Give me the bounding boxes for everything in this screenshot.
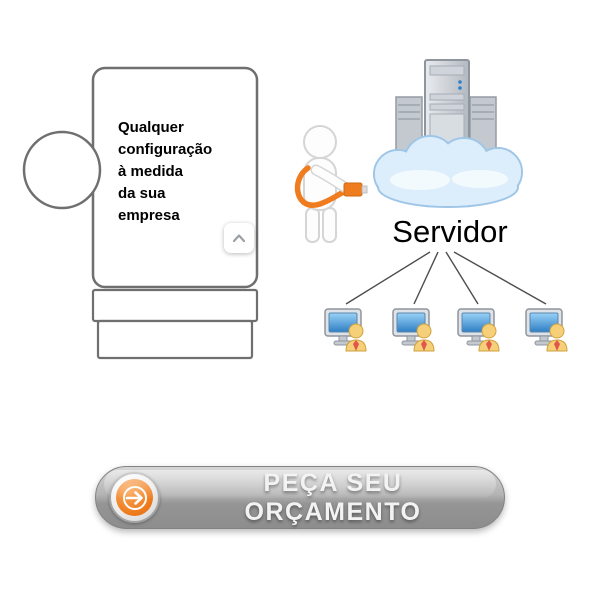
cable-connector (343, 182, 368, 197)
user-figure (413, 323, 435, 352)
cta-label: PEÇA SEU ORÇAMENTO (244, 468, 422, 526)
scroll-up-button[interactable] (224, 223, 254, 253)
label-roll-illustration (22, 66, 259, 360)
arrow-right-circle-icon (109, 472, 160, 523)
client-computer-user-icon (392, 308, 435, 352)
client-computer-user-icon (324, 308, 367, 352)
arrow-orange-disc (116, 479, 153, 516)
client-computer-user-icon (525, 308, 568, 352)
server-cloud-icon (373, 59, 523, 208)
chevron-up-icon (232, 234, 246, 243)
arrow-right-icon (122, 485, 147, 510)
user-figure (546, 323, 568, 352)
label-strip-bottom (96, 319, 254, 360)
server-label: Servidor (392, 214, 508, 249)
roll-core (22, 130, 102, 210)
monitor (457, 308, 495, 346)
label-strip-top (91, 288, 259, 323)
cloud (373, 135, 523, 208)
server-tower-right (469, 96, 497, 158)
cta-button[interactable]: PEÇA SEU ORÇAMENTO (95, 466, 505, 529)
client-computer-user-icon (457, 308, 500, 352)
user-figure (478, 323, 500, 352)
mascot-with-cable-icon (294, 125, 368, 243)
roll-caption: Qualquer configuração à medida da sua em… (118, 119, 213, 224)
connection-lines (345, 251, 547, 305)
user-figure (345, 323, 367, 352)
mascot-body (303, 125, 337, 243)
network-cable (294, 165, 349, 208)
